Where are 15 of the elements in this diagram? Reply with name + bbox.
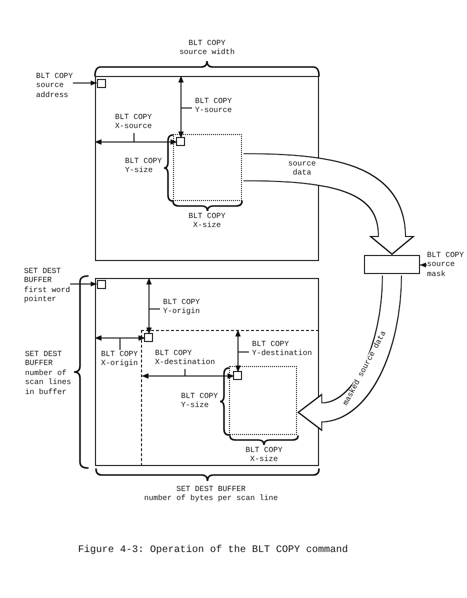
square-icon [96, 78, 106, 88]
block-arrow [297, 274, 402, 432]
leader-arrow [72, 80, 98, 86]
square-icon [96, 280, 106, 289]
dotted-region [172, 134, 242, 201]
square-icon [176, 137, 186, 146]
dotted-region [229, 366, 298, 436]
buffer-frame [95, 278, 319, 466]
leader-arrow [70, 282, 98, 286]
mask-rectangle [364, 255, 420, 274]
square-icon [232, 370, 242, 380]
leader-arrow [420, 262, 428, 268]
figure-caption: Figure 4-3: Operation of the BLT COPY command [78, 545, 348, 557]
dashed-region [140, 330, 319, 466]
square-icon [144, 333, 154, 342]
